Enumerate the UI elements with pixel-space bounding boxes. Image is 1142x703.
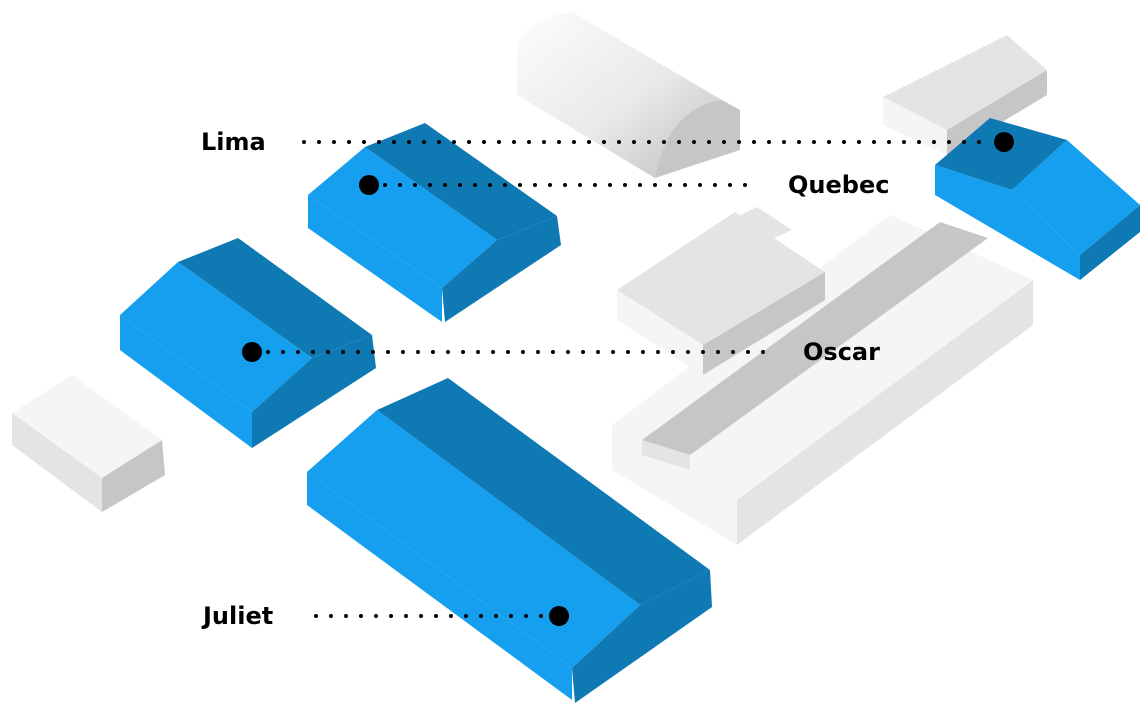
grey-annex-chimney <box>735 207 792 240</box>
label-quebec: Quebec <box>359 171 889 199</box>
juliet-building <box>307 378 712 703</box>
oscar-building-roof-back <box>178 238 372 358</box>
small-grey-building-top <box>12 375 162 478</box>
juliet-building-front-wall <box>307 472 572 700</box>
quebec-building-gable <box>442 216 561 322</box>
juliet-building-gable <box>572 570 712 703</box>
long-grey-building-ridge <box>642 222 988 455</box>
long-grey-building-ridge-face <box>642 440 690 470</box>
lima-building-roof-back <box>935 118 1067 190</box>
vaulted-building <box>517 12 740 178</box>
lima-building-gable <box>1080 205 1140 280</box>
lima-building-roof-front <box>1012 140 1140 255</box>
grey-annex-side <box>703 272 825 375</box>
grey-annex-top <box>617 212 825 345</box>
quebec-building-roof-back <box>365 123 557 240</box>
label-juliet-marker <box>549 606 569 626</box>
oscar-building-gable <box>252 335 376 448</box>
juliet-building-roof-front <box>307 410 640 668</box>
label-quebec-marker <box>359 175 379 195</box>
label-oscar: Oscar <box>242 338 880 366</box>
vaulted-building-end <box>655 100 740 178</box>
label-quebec-text: Quebec <box>788 171 889 199</box>
label-oscar-text: Oscar <box>803 338 880 366</box>
vaulted-building-roof <box>517 12 722 178</box>
quebec-building-roof-front <box>308 147 497 288</box>
grey-annex-front <box>617 290 703 375</box>
small-grey-building-front <box>12 413 102 512</box>
lima-building <box>935 118 1140 280</box>
upper-right-building-top <box>883 35 1047 130</box>
label-juliet: Juliet <box>201 602 569 630</box>
quebec-building <box>308 123 561 322</box>
label-lima-text: Lima <box>201 128 266 156</box>
label-juliet-text: Juliet <box>201 602 273 630</box>
upper-right-building-side <box>883 97 947 155</box>
oscar-building-roof-front <box>120 262 312 412</box>
lima-building-front-wall <box>935 165 1080 280</box>
small-grey-building <box>12 375 165 512</box>
long-grey-building-base-front <box>737 280 1033 545</box>
oscar-building <box>120 238 376 448</box>
label-lima: Lima <box>201 128 1014 156</box>
small-grey-building-side <box>102 440 165 512</box>
grey-annex-building <box>617 207 825 375</box>
quebec-building-front-wall <box>308 195 442 322</box>
oscar-building-front-wall <box>120 315 252 448</box>
label-lima-marker <box>994 132 1014 152</box>
juliet-building-roof-back <box>377 378 710 605</box>
long-grey-building <box>612 215 1033 545</box>
label-oscar-marker <box>242 342 262 362</box>
